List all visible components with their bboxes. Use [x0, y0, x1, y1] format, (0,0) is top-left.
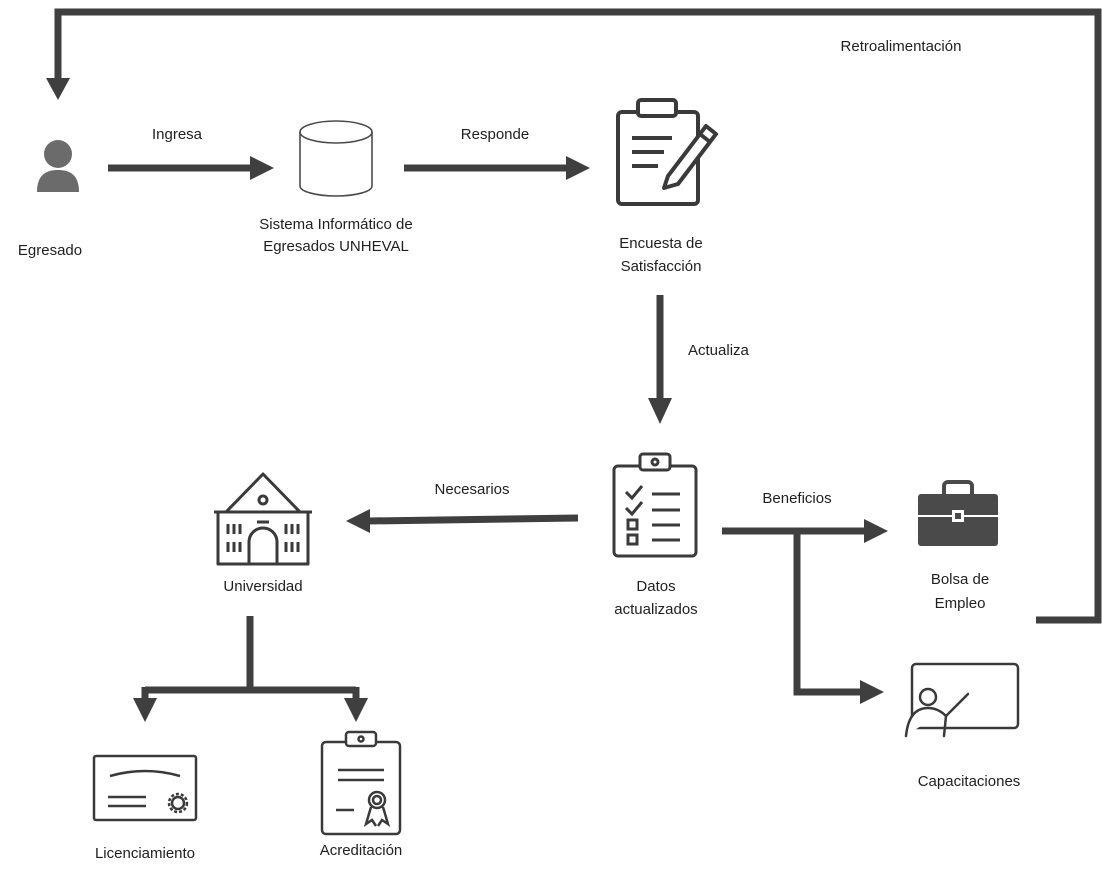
label-sistema-line1: Sistema Informático de — [259, 216, 413, 233]
label-beneficios: Beneficios — [762, 490, 832, 507]
label-egresado: Egresado — [17, 242, 83, 259]
arrow-actualiza — [648, 295, 672, 424]
label-sistema-line2: Egresados UNHEVAL — [263, 238, 409, 255]
label-datos-line1: Datos — [636, 578, 676, 595]
university-building-icon — [214, 472, 312, 566]
arrow-responde — [404, 156, 590, 180]
label-retroalimentacion: Retroalimentación — [840, 38, 962, 55]
label-ingresa: Ingresa — [151, 126, 203, 143]
label-licenciamiento: Licenciamiento — [94, 845, 196, 862]
label-encuesta-line2: Satisfacción — [620, 258, 702, 275]
label-capacitaciones: Capacitaciones — [917, 773, 1021, 790]
label-bolsa-line1: Bolsa de — [930, 571, 990, 588]
checklist-clipboard-icon — [612, 452, 698, 558]
label-necesarios: Necesarios — [434, 481, 510, 498]
label-actualiza: Actualiza — [688, 342, 749, 359]
arrow-universidad-branches — [133, 616, 368, 722]
user-icon — [37, 140, 79, 192]
briefcase-icon — [918, 480, 998, 546]
label-datos-line2: actualizados — [614, 601, 698, 618]
label-responde: Responde — [460, 126, 530, 143]
label-bolsa-line2: Empleo — [934, 595, 986, 612]
accreditation-clipboard-icon — [320, 730, 402, 836]
arrow-ingresa — [108, 156, 274, 180]
label-acreditacion: Acreditación — [319, 842, 403, 859]
certificate-icon — [92, 754, 198, 822]
arrow-necesarios — [346, 509, 579, 533]
label-encuesta-line1: Encuesta de — [619, 235, 703, 252]
feedback-loop-arrow — [46, 8, 1102, 624]
arrow-beneficios — [722, 519, 888, 704]
label-universidad: Universidad — [223, 578, 303, 595]
presentation-board-icon — [904, 662, 1020, 738]
database-icon — [299, 120, 373, 197]
clipboard-pencil-icon — [616, 98, 718, 206]
